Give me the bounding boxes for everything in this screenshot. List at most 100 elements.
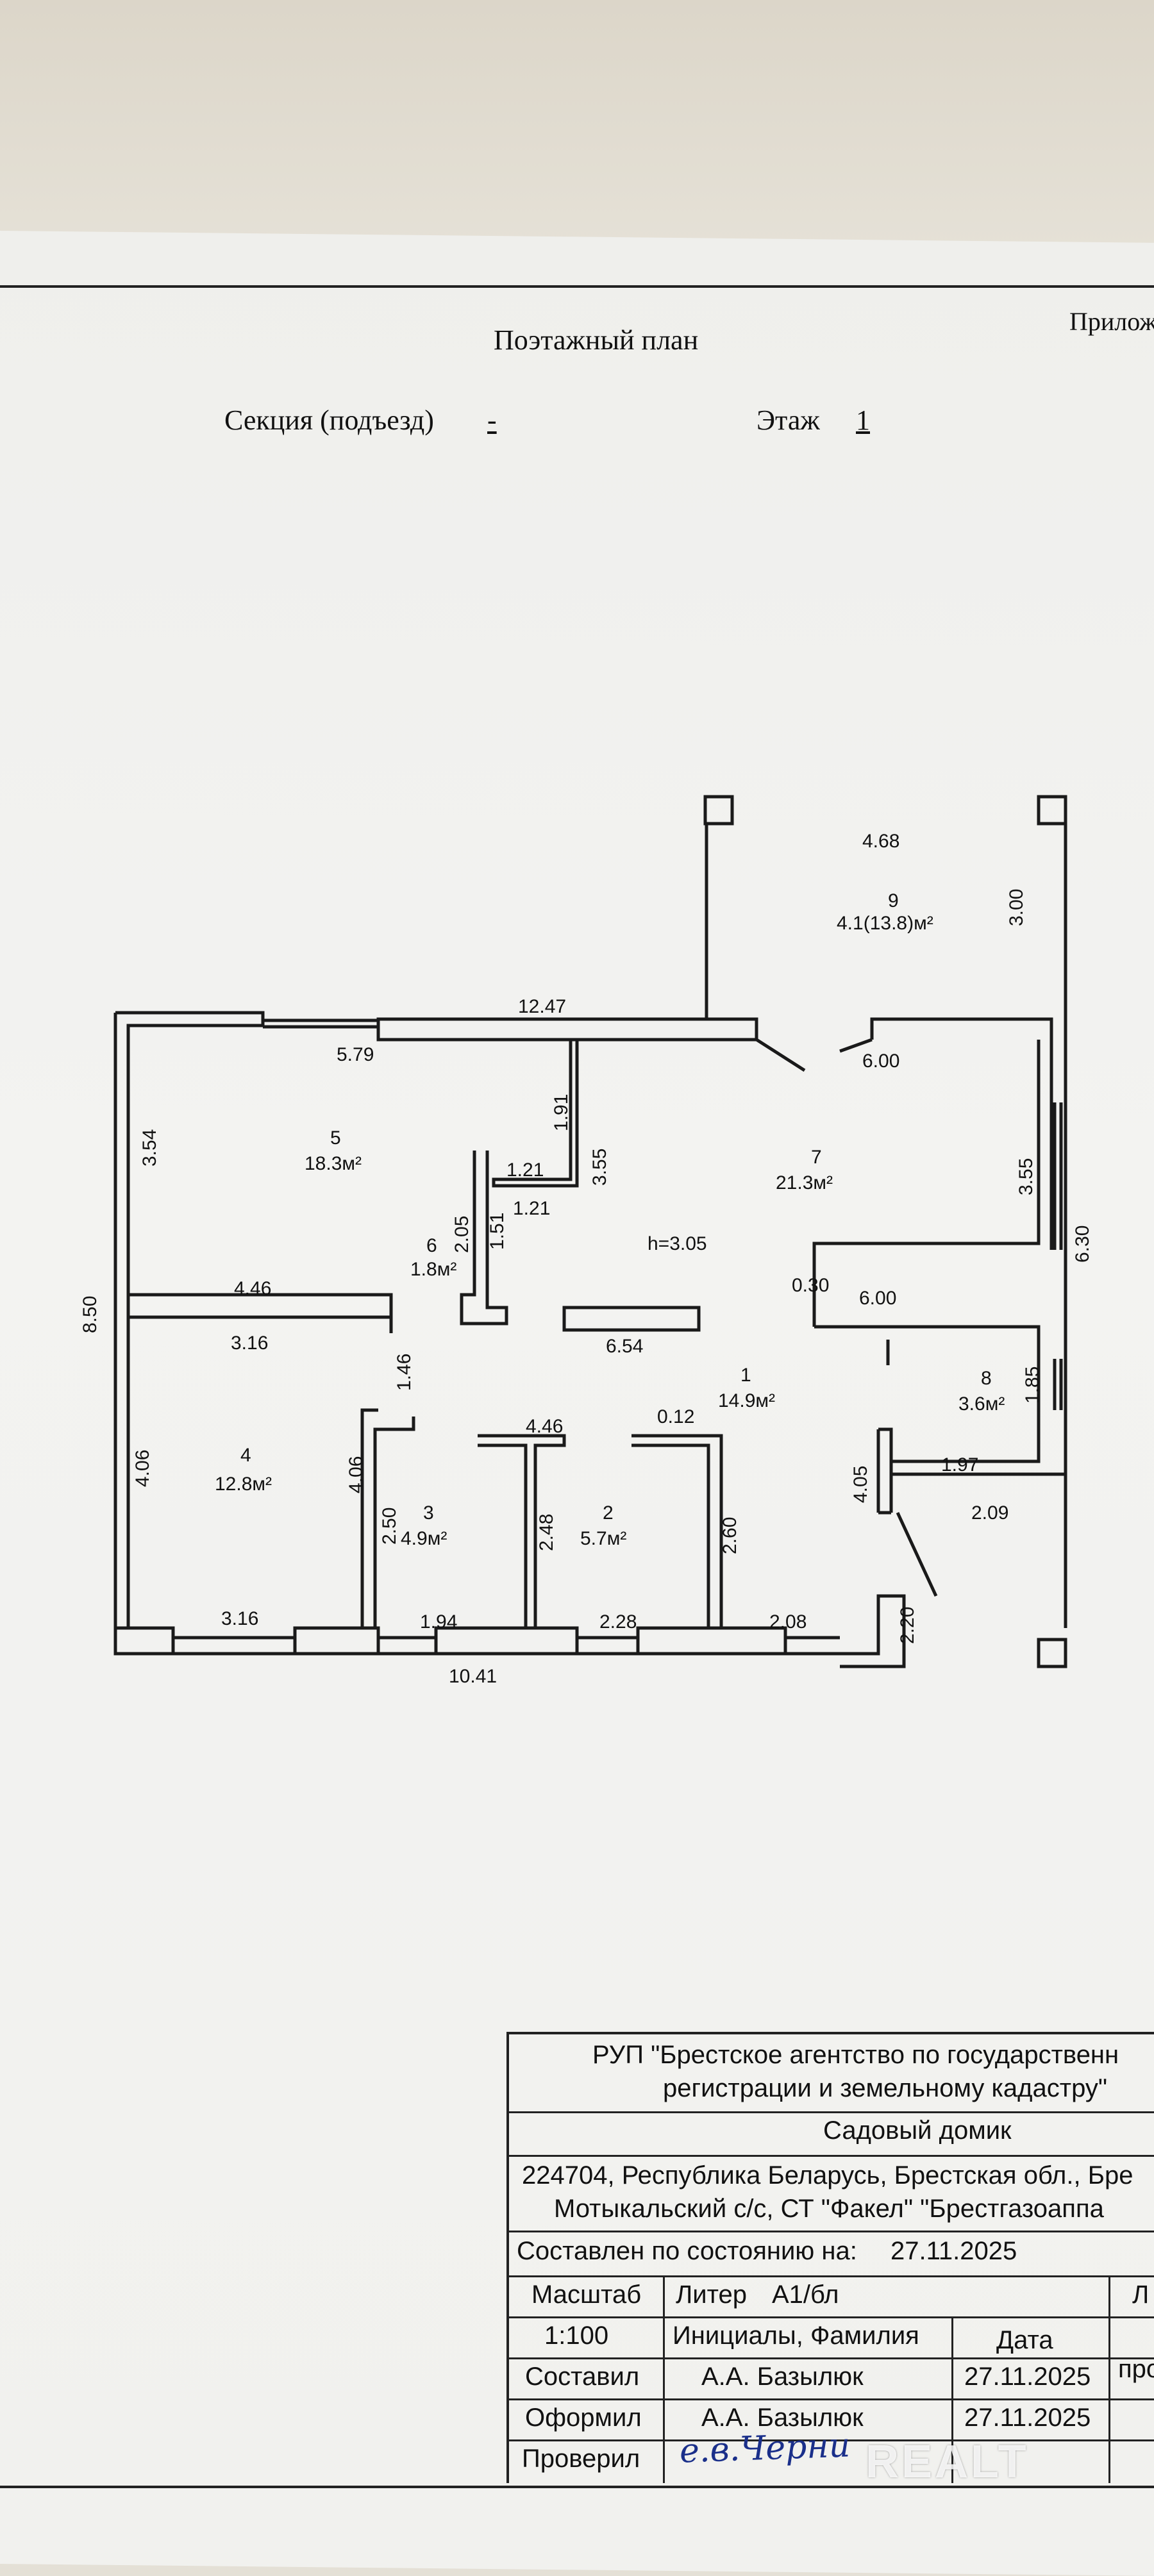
room-4-area: 12.8м² <box>215 1474 272 1495</box>
room-7-area: 21.3м² <box>776 1172 833 1193</box>
scale-row <box>509 2275 1154 2318</box>
dim-r5-bottom: 4.46 <box>234 1278 271 1299</box>
dim-r4-inner: 4.06 <box>346 1456 367 1493</box>
names-label: Инициалы, Фамилия <box>673 2322 919 2350</box>
dim-r7-bottom: 6.00 <box>859 1288 896 1309</box>
room-1-area: 14.9м² <box>718 1390 775 1411</box>
floor-value: 1 <box>856 404 870 436</box>
dim-r8-209: 2.09 <box>971 1502 1008 1524</box>
room-8-number: 8 <box>981 1368 992 1389</box>
dim-r5-side: 3.54 <box>139 1129 160 1167</box>
formatted-name: А.А. Базылюк <box>701 2404 864 2432</box>
dim-corridor: 1.46 <box>394 1354 415 1391</box>
dim-r6-w2: 1.21 <box>513 1198 550 1219</box>
dim-r1-446: 4.46 <box>526 1416 563 1437</box>
dim-r7-030: 0.30 <box>792 1275 829 1296</box>
room-1-number: 1 <box>740 1365 751 1386</box>
dim-r6-w1: 1.21 <box>506 1159 544 1181</box>
dim-r6-355: 3.55 <box>589 1149 610 1186</box>
room-6-number: 6 <box>426 1235 437 1256</box>
liter-label: Литер <box>676 2281 747 2309</box>
sheet-frame-top <box>0 285 1154 288</box>
section-value: - <box>487 404 497 436</box>
formatted-label: Оформил <box>525 2404 642 2432</box>
room-8-area: 3.6м² <box>958 1393 1005 1415</box>
page-title: Поэтажный план <box>494 324 699 356</box>
ceiling-height: h=3.05 <box>648 1233 707 1254</box>
dim-r3-w: 1.94 <box>420 1611 457 1633</box>
column-fragment-2: про <box>1118 2355 1154 2383</box>
dim-r8-405: 4.05 <box>850 1466 871 1503</box>
room-7-number: 7 <box>811 1147 822 1168</box>
dim-r7-top: 6.00 <box>862 1051 899 1072</box>
state-row <box>509 2231 1154 2277</box>
org-line-2: регистрации и земельному кадастру" <box>663 2074 1108 2102</box>
dim-r1-208: 2.08 <box>769 1611 807 1633</box>
compiled-date: 27.11.2025 <box>964 2363 1091 2391</box>
address-line-2: Мотыкальский с/с, СТ "Факел" "Брестгазоа… <box>554 2195 1104 2223</box>
dim-r4-bottom: 3.16 <box>221 1608 258 1629</box>
scale-label: Масштаб <box>531 2281 642 2309</box>
sheet-frame-bottom <box>0 2486 1154 2488</box>
dim-right-total: 6.30 <box>1072 1226 1093 1263</box>
names-header-row <box>509 2316 1154 2359</box>
address-row <box>509 2155 1154 2232</box>
compiled-name: А.А. Базылюк <box>701 2363 864 2391</box>
room-3-number: 3 <box>423 1502 434 1524</box>
realt-watermark: REALT <box>866 2436 1029 2488</box>
appendix-label: Прилож <box>1069 307 1154 336</box>
tb-divider-3 <box>1108 2275 1110 2483</box>
dimension-labels: 12.47 5.79 6.00 4.68 3.00 3.54 8.50 1.91… <box>79 831 1093 1687</box>
dim-bottom-total: 10.41 <box>449 1666 497 1687</box>
formatted-row <box>509 2398 1154 2441</box>
scale-value: 1:100 <box>544 2322 609 2350</box>
walls <box>113 795 1067 1668</box>
room-2-number: 2 <box>603 1502 614 1524</box>
object-row <box>509 2111 1154 2157</box>
dim-r6-h1: 1.51 <box>487 1213 508 1250</box>
object-name: Садовый домик <box>823 2116 1012 2145</box>
dim-r9-h: 3.00 <box>1006 889 1027 926</box>
dim-r1-654: 6.54 <box>606 1336 643 1357</box>
checked-label: Проверил <box>522 2445 640 2473</box>
tb-divider-1 <box>663 2275 665 2483</box>
compiled-row <box>509 2357 1154 2400</box>
room-9-area: 4.1(13.8)м² <box>837 913 933 934</box>
room-5-area: 18.3м² <box>305 1153 362 1174</box>
room-9-number: 9 <box>888 890 899 911</box>
dim-r2-w: 2.28 <box>599 1611 637 1633</box>
dim-top-total: 12.47 <box>518 996 566 1017</box>
room-4-number: 4 <box>240 1445 251 1466</box>
dim-r1-260: 2.60 <box>719 1517 740 1554</box>
room-6-area: 1.8м² <box>410 1259 456 1280</box>
dim-r6-191: 1.91 <box>551 1094 572 1131</box>
room-5-number: 5 <box>330 1127 341 1149</box>
dim-r6-h2: 2.05 <box>451 1216 472 1253</box>
dim-r3-h: 2.50 <box>379 1508 400 1545</box>
compiled-label: Составил <box>525 2363 640 2391</box>
dim-r9-w: 4.68 <box>862 831 899 852</box>
address-line-1: 224704, Республика Беларусь, Брестская о… <box>522 2161 1133 2190</box>
room-3-area: 4.9м² <box>401 1528 447 1549</box>
checked-signature: е.в.Черни <box>679 2426 851 2471</box>
dim-r8-185: 1.85 <box>1022 1367 1043 1404</box>
photo-background <box>0 0 1154 269</box>
state-date: 27.11.2025 <box>891 2237 1017 2265</box>
dim-r8-220: 2.20 <box>897 1607 918 1644</box>
org-line-1: РУП "Брестское агентство по государствен… <box>592 2041 1119 2069</box>
liter-value: А1/бл <box>772 2281 839 2309</box>
dim-r1-012: 0.12 <box>657 1406 694 1427</box>
tb-divider-2 <box>951 2316 953 2483</box>
room-labels: 9 4.1(13.8)м² 5 18.3м² 6 1.8м² 7 21.3м² … <box>215 890 1005 1549</box>
section-label: Секция (подъезд) <box>224 404 434 436</box>
state-label: Составлен по состоянию на: <box>517 2237 857 2265</box>
room-2-area: 5.7м² <box>580 1528 626 1549</box>
dim-r4-top: 3.16 <box>231 1333 268 1354</box>
dim-r8-197: 1.97 <box>941 1454 978 1475</box>
dim-r7-side: 3.55 <box>1016 1158 1037 1195</box>
title-block: РУП "Брестское агентство по государствен… <box>506 2032 1154 2483</box>
date-label: Дата <box>996 2326 1053 2354</box>
formatted-date: 27.11.2025 <box>964 2404 1091 2432</box>
org-row <box>509 2034 1154 2113</box>
